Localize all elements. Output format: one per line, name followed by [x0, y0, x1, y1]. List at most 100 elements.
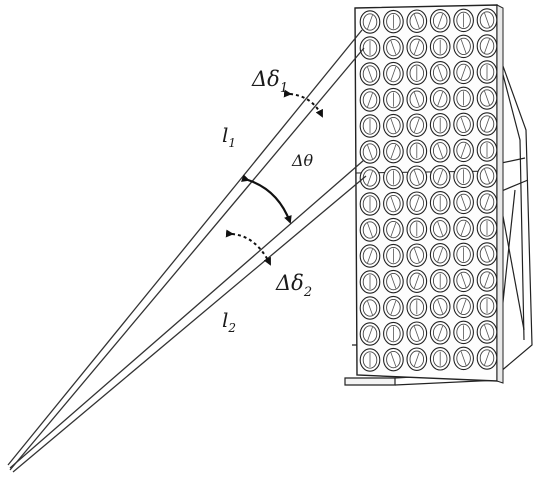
array-element-ring [479, 271, 495, 289]
array-element-ring [409, 38, 425, 56]
array-element-bar [437, 169, 444, 184]
array-element-ring [479, 11, 495, 29]
array-element-ring [479, 141, 495, 159]
array-element-bar [413, 170, 420, 185]
array-element-bar [367, 92, 373, 108]
array-element-ring [386, 12, 401, 31]
array-element-bar [413, 40, 420, 55]
array-element-ring [456, 63, 471, 82]
array-element-ring [479, 167, 495, 185]
array-element-ring [456, 193, 471, 212]
line-l1-upper [7, 29, 363, 466]
array-element-bar [367, 14, 373, 30]
array-element-bar [390, 40, 397, 55]
array-element-ring [386, 38, 401, 57]
array-element-ring [432, 90, 448, 108]
array-element-bar [413, 248, 420, 263]
array-element-ring [409, 168, 425, 186]
array-element-ring [362, 273, 378, 291]
array-element-bar [413, 92, 420, 107]
array-element-ring [432, 324, 448, 342]
array-element-bar [460, 299, 467, 314]
array-element-ring [362, 221, 378, 239]
array-element-bar [390, 222, 397, 237]
array-element-ring [432, 168, 448, 186]
array-element-ring [432, 194, 448, 212]
array-element-bar [484, 168, 490, 184]
array-element-bar [437, 325, 444, 340]
array-element-bar [437, 65, 444, 80]
array-element-ring [409, 64, 425, 82]
element-grid [359, 8, 498, 372]
delta1-arrow [283, 89, 323, 118]
delta2-arrow [225, 229, 271, 266]
array-element-bar [390, 300, 397, 315]
array-element-ring [362, 143, 378, 161]
array-element-bar [367, 66, 373, 82]
array-element-ring [386, 116, 401, 135]
array-element-ring [386, 168, 401, 187]
array-element-bar [484, 324, 490, 340]
array-element-ring [456, 349, 471, 368]
array-element-bar [390, 66, 397, 81]
array-element-ring [479, 89, 495, 107]
array-element-ring [362, 195, 378, 213]
array-element-bar [437, 221, 444, 236]
array-element-bar [367, 222, 373, 238]
array-element-ring [386, 64, 401, 83]
array-element-ring [386, 90, 401, 109]
array-element-ring [386, 272, 401, 291]
array-element-bar [460, 221, 467, 236]
array-element-ring [362, 247, 378, 265]
array-element-bar [437, 13, 444, 28]
array-element-ring [432, 38, 448, 56]
array-element-bar [390, 144, 397, 159]
array-element-ring [479, 63, 495, 81]
array-element-ring [409, 194, 425, 212]
array-element-ring [362, 117, 378, 135]
array-element-ring [479, 193, 495, 211]
array-element-ring [432, 64, 448, 82]
array-element-bar [437, 143, 444, 158]
array-element-ring [409, 246, 425, 264]
array-element-ring [409, 324, 425, 342]
array-element-ring [456, 141, 471, 160]
array-element-ring [432, 12, 448, 30]
array-element-ring [456, 37, 471, 56]
array-element-ring [362, 65, 378, 83]
array-element-ring [456, 167, 471, 186]
sight-lines [7, 29, 367, 473]
array-element-bar [460, 65, 467, 80]
panel-mid-seam [355, 170, 498, 174]
array-element-bar [484, 12, 490, 28]
array-element-bar [437, 247, 444, 262]
array-element-ring [386, 246, 401, 265]
array-element-ring [409, 90, 425, 108]
array-element-bar [484, 116, 490, 132]
array-element-bar [367, 170, 373, 186]
array-element-ring [479, 245, 495, 263]
array-element-ring [479, 115, 495, 133]
array-element-bar [484, 246, 490, 262]
array-element-bar [437, 91, 444, 106]
array-element-bar [413, 326, 420, 341]
array-element-bar [390, 352, 397, 367]
array-element-ring [362, 325, 378, 343]
line-l2-lower [12, 175, 367, 473]
label-l1: l1 [222, 123, 236, 150]
array-element-bar [484, 38, 490, 54]
array-element-bar [484, 194, 490, 210]
array-element-ring [386, 324, 401, 343]
array-element-bar [413, 196, 420, 211]
label-l2: l2 [222, 308, 236, 335]
array-element-ring [362, 299, 378, 317]
array-element-ring [432, 142, 448, 160]
array-element-ring [456, 89, 471, 108]
array-element-bar [413, 14, 420, 29]
array-element-ring [456, 115, 471, 134]
array-element-ring [456, 297, 471, 316]
array-element-ring [432, 272, 448, 290]
label-l2-subscript: 2 [227, 321, 236, 335]
array-element-ring [479, 37, 495, 55]
